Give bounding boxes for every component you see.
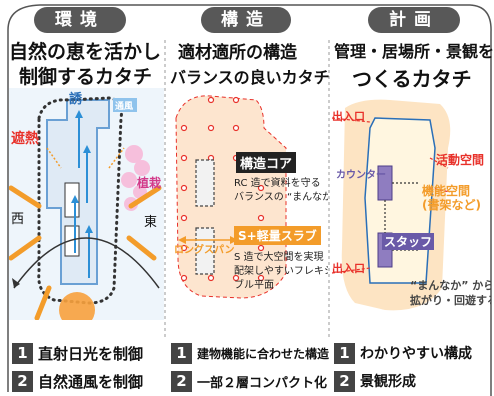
structure-slab-desc-3: ブル平面 <box>234 280 274 291</box>
structure-core-title: 構造コア <box>236 152 297 173</box>
structure-core-desc-1: RC 造で資料を守る <box>234 178 321 189</box>
number-badge: 1 <box>171 342 192 364</box>
structure-slab-desc-1: S 造で大空間を実現 <box>234 252 324 263</box>
label-active-space: 活動空間 <box>436 153 485 167</box>
label-planting: 植栽 <box>137 176 162 190</box>
struct-point-2: 2 一部２層コンパクト化 <box>171 369 327 393</box>
label-entrance-bottom: 出入口 <box>332 262 365 275</box>
label-east: 東 <box>144 215 158 230</box>
label-spread-2: 拡がり・回遊する <box>410 294 491 307</box>
label-west: 西 <box>11 212 25 227</box>
label-staff: スタッフ <box>382 233 435 250</box>
number-badge: 2 <box>12 370 33 392</box>
header-structure: 構造 <box>201 7 291 33</box>
label-tag: 通風 <box>115 102 134 112</box>
label-induce: 誘 <box>69 92 83 107</box>
structure-slab-desc-2: 配架しやすいフレキシ <box>234 266 328 277</box>
struct-point-2-text: 一部２層コンパクト化 <box>197 375 328 391</box>
structure-longspan: ロングスパン <box>174 245 235 256</box>
env-point-2: 2 自然通風を制御 <box>12 369 143 393</box>
plan-point-2: 2 景観形成 <box>334 369 416 393</box>
plan-point-2-text: 景観形成 <box>360 374 416 390</box>
env-point-2-text: 自然通風を制御 <box>38 372 144 391</box>
col3-title-line1: 管理・居場所・景観を <box>334 42 494 61</box>
label-function-space-2: (書架など) <box>422 198 481 212</box>
env-point-1: 1 直射日光を制御 <box>12 341 143 365</box>
label-function-space-1: 機能空間 <box>422 184 471 198</box>
col1-title-line1: 自然の恵を活かし <box>9 41 162 63</box>
env-point-1-text: 直射日光を制御 <box>38 344 144 363</box>
structure-slab-title: S+軽量スラブ <box>234 226 321 245</box>
label-entrance-top: 出入口 <box>332 110 365 123</box>
structure-core-desc-2: バランスの “まんなか” <box>234 192 328 203</box>
plan-point-1: 1 わかりやすい構成 <box>334 341 472 365</box>
structure-diagram: 構造コア RC 造で資料を守る バランスの “まんなか” S+軽量スラブ ロング… <box>166 88 328 320</box>
header-plan: 計画 <box>368 7 460 33</box>
plan-diagram: 出入口 出入口 カウンター 活動空間 機能空間 (書架など) スタッフ “まんな… <box>330 88 491 320</box>
col1-title-line2: 制御するカタチ <box>19 66 153 88</box>
label-spread-1: “まんなか” から <box>410 279 491 292</box>
number-badge: 2 <box>334 370 355 392</box>
struct-point-1: 1 建物機能に合わせた構造 <box>171 341 329 365</box>
plan-point-1-text: わかりやすい構成 <box>360 346 472 362</box>
number-badge: 2 <box>171 370 192 392</box>
col2-title-line2: バランスの良いカタチ <box>170 68 330 87</box>
number-badge: 1 <box>334 342 355 364</box>
label-shading: 遮熱 <box>11 131 39 147</box>
header-environment: 環境 <box>34 7 126 33</box>
environment-diagram: 遮熱 誘 植栽 西 東 通風 <box>9 88 164 320</box>
number-badge: 1 <box>12 342 33 364</box>
label-counter: カウンター <box>336 170 386 181</box>
struct-point-1-text: 建物機能に合わせた構造 <box>197 346 330 361</box>
col2-title-line1: 適材適所の構造 <box>178 43 297 63</box>
col3-title-line2: つくるカタチ <box>352 67 472 91</box>
